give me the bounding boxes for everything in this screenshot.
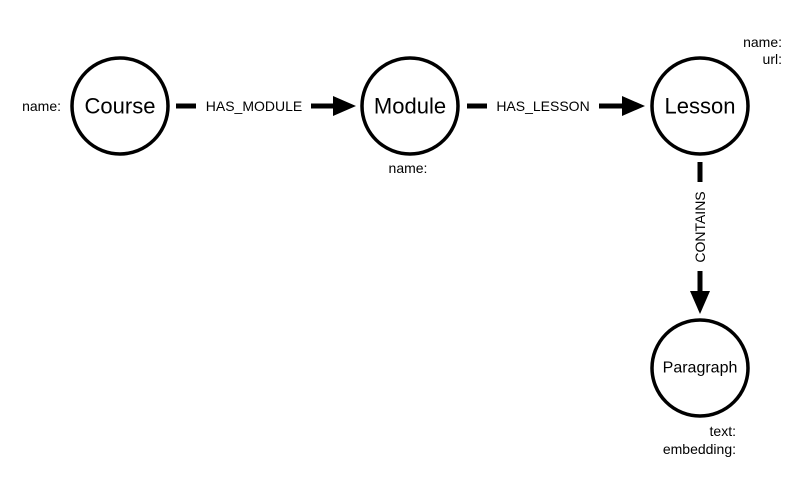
node-module: Module: [360, 56, 460, 156]
node-course-prop-name: name:: [22, 98, 61, 114]
node-paragraph-prop-embedding: embedding:: [663, 441, 736, 457]
edge-contains-arrowhead: [690, 291, 710, 314]
node-lesson-label: Lesson: [665, 94, 736, 119]
node-paragraph-circle: [650, 318, 750, 418]
edge-has-lesson: HAS_LESSON: [467, 96, 645, 116]
node-module-label: Module: [374, 94, 446, 119]
node-lesson-prop-url: url:: [763, 51, 782, 67]
node-paragraph-prop-text: text:: [710, 423, 736, 439]
node-course-circle: [70, 56, 170, 156]
node-course-label: Course: [85, 94, 156, 119]
edge-has-module-arrowhead: [333, 96, 356, 116]
node-paragraph-label: Paragraph: [663, 360, 738, 377]
node-lesson-prop-name: name:: [743, 34, 782, 50]
edge-has-module: HAS_MODULE: [176, 96, 356, 116]
node-module-circle: [360, 56, 460, 156]
edge-contains-label: CONTAINS: [692, 191, 708, 262]
edge-has-module-label: HAS_MODULE: [206, 98, 302, 114]
node-paragraph: Paragraph: [650, 318, 750, 418]
edge-has-lesson-label: HAS_LESSON: [496, 98, 589, 114]
node-course: Course: [70, 56, 170, 156]
edge-has-lesson-arrowhead: [622, 96, 645, 116]
node-module-prop-name: name:: [389, 160, 428, 176]
node-lesson-circle: [650, 56, 750, 156]
node-lesson: Lesson: [650, 56, 750, 156]
edge-contains: CONTAINS: [690, 162, 710, 314]
